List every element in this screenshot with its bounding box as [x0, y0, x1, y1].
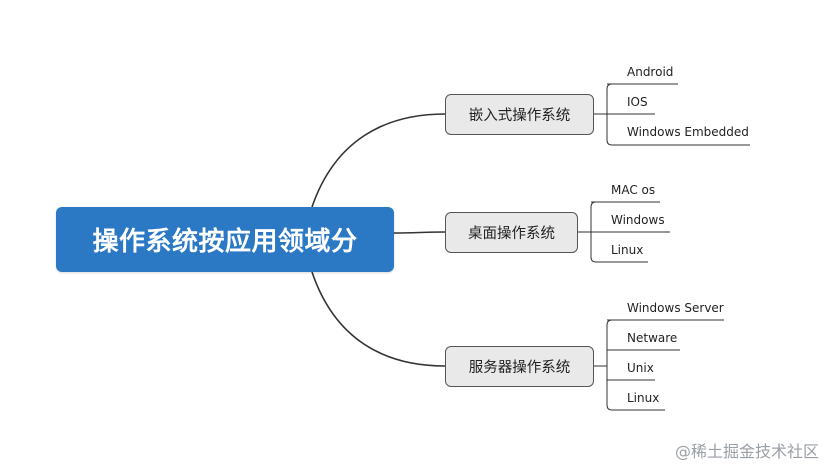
- leaf-linux-server: Linux: [627, 391, 660, 405]
- bracket-server: [594, 319, 724, 411]
- branch-server-os: 服务器操作系统: [445, 346, 594, 387]
- branch-embedded-os: 嵌入式操作系统: [445, 94, 594, 135]
- leaf-ios: IOS: [627, 95, 648, 109]
- connector-root-server: [311, 271, 446, 367]
- leaf-windows-server: Windows Server: [627, 301, 724, 315]
- bracket-desktop: [578, 201, 670, 263]
- leaf-netware: Netware: [627, 331, 678, 345]
- leaf-windows: Windows: [611, 213, 665, 227]
- bracket-embedded: [594, 83, 750, 146]
- leaf-mac-os: MAC os: [611, 183, 656, 197]
- leaf-windows-embedded: Windows Embedded: [627, 125, 749, 139]
- leaf-android: Android: [627, 65, 674, 79]
- watermark: @稀土掘金技术社区: [674, 442, 819, 461]
- branch-desktop-os: 桌面操作系统: [445, 212, 578, 253]
- leaf-linux-desktop: Linux: [611, 243, 644, 257]
- root-topic: 操作系统按应用领域分: [56, 207, 394, 272]
- connector-root-embedded: [311, 113, 446, 208]
- leaf-unix: Unix: [627, 361, 654, 375]
- connector-root-desktop: [393, 231, 446, 234]
